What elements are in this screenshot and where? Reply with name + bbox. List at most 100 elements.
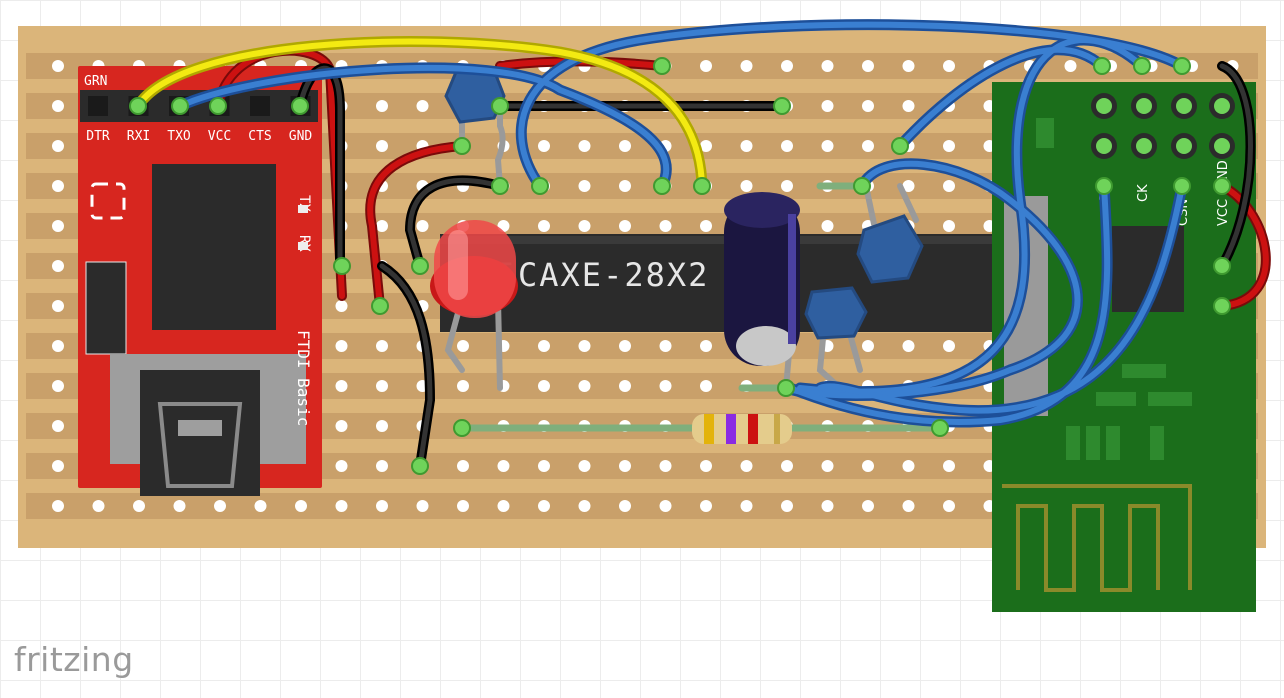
- wire-endpoint[interactable]: [693, 177, 711, 195]
- board-hole[interactable]: [52, 180, 64, 192]
- board-hole[interactable]: [781, 180, 793, 192]
- board-hole[interactable]: [619, 380, 631, 392]
- board-hole[interactable]: [659, 380, 672, 392]
- board-hole[interactable]: [376, 500, 388, 512]
- board-hole[interactable]: [700, 220, 712, 232]
- ceramic-capacitors[interactable]: [444, 68, 924, 340]
- wire-endpoint[interactable]: [491, 177, 509, 195]
- board-hole[interactable]: [457, 500, 469, 512]
- board-hole[interactable]: [821, 460, 834, 472]
- board-hole[interactable]: [862, 100, 874, 112]
- board-hole[interactable]: [862, 60, 874, 72]
- board-hole[interactable]: [52, 260, 64, 272]
- board-hole[interactable]: [862, 500, 874, 512]
- wire-endpoint[interactable]: [853, 177, 871, 195]
- board-hole[interactable]: [335, 340, 348, 352]
- board-hole[interactable]: [214, 500, 226, 512]
- board-hole[interactable]: [52, 300, 64, 312]
- board-hole[interactable]: [376, 460, 388, 472]
- board-hole[interactable]: [376, 220, 388, 232]
- board-hole[interactable]: [578, 500, 591, 512]
- wire-endpoint[interactable]: [931, 419, 949, 437]
- board-hole[interactable]: [781, 60, 793, 72]
- board-hole[interactable]: [254, 500, 267, 512]
- wire-endpoint[interactable]: [1213, 177, 1231, 195]
- board-hole[interactable]: [52, 60, 64, 72]
- board-hole[interactable]: [943, 340, 955, 352]
- board-hole[interactable]: [538, 500, 550, 512]
- board-hole[interactable]: [1267, 140, 1279, 152]
- board-hole[interactable]: [1267, 500, 1279, 512]
- board-hole[interactable]: [700, 340, 712, 352]
- board-hole[interactable]: [578, 340, 591, 352]
- wire-endpoint[interactable]: [1213, 297, 1231, 315]
- board-hole[interactable]: [659, 460, 672, 472]
- board-hole[interactable]: [376, 420, 388, 432]
- wire-endpoint[interactable]: [1095, 177, 1113, 195]
- board-hole[interactable]: [862, 460, 874, 472]
- wire-endpoint[interactable]: [129, 97, 147, 115]
- board-hole[interactable]: [295, 500, 307, 512]
- board-hole[interactable]: [821, 140, 834, 152]
- board-hole[interactable]: [821, 500, 834, 512]
- ftdi-pin[interactable]: [88, 96, 108, 116]
- board-hole[interactable]: [457, 380, 469, 392]
- board-hole[interactable]: [943, 220, 955, 232]
- ceramic-cap-3[interactable]: [804, 286, 868, 340]
- board-hole[interactable]: [52, 100, 64, 112]
- ceramic-cap-2[interactable]: [856, 214, 924, 284]
- wire-endpoint[interactable]: [773, 97, 791, 115]
- board-hole[interactable]: [659, 500, 672, 512]
- board-hole[interactable]: [781, 460, 793, 472]
- board-hole[interactable]: [335, 500, 348, 512]
- board-hole[interactable]: [781, 500, 793, 512]
- board-hole[interactable]: [659, 340, 672, 352]
- resistor[interactable]: [692, 414, 792, 444]
- board-hole[interactable]: [52, 420, 64, 432]
- wire-endpoint[interactable]: [411, 457, 429, 475]
- board-hole[interactable]: [52, 340, 64, 352]
- electrolytic-capacitor[interactable]: [724, 192, 800, 366]
- board-hole[interactable]: [619, 500, 631, 512]
- board-hole[interactable]: [1267, 340, 1279, 352]
- board-hole[interactable]: [376, 380, 388, 392]
- board-hole[interactable]: [1267, 460, 1279, 472]
- board-hole[interactable]: [538, 140, 550, 152]
- board-hole[interactable]: [416, 100, 429, 112]
- board-hole[interactable]: [376, 140, 388, 152]
- board-hole[interactable]: [619, 460, 631, 472]
- board-hole[interactable]: [1064, 60, 1077, 72]
- board-hole[interactable]: [376, 340, 388, 352]
- board-hole[interactable]: [700, 140, 712, 152]
- board-hole[interactable]: [335, 420, 348, 432]
- wire-endpoint[interactable]: [653, 177, 671, 195]
- board-hole[interactable]: [173, 500, 186, 512]
- board-hole[interactable]: [1267, 100, 1279, 112]
- board-hole[interactable]: [740, 60, 753, 72]
- board-hole[interactable]: [781, 140, 793, 152]
- board-hole[interactable]: [1267, 380, 1279, 392]
- board-hole[interactable]: [497, 460, 510, 472]
- wire-endpoint[interactable]: [891, 137, 909, 155]
- board-hole[interactable]: [1267, 180, 1279, 192]
- board-hole[interactable]: [578, 180, 591, 192]
- board-hole[interactable]: [902, 60, 915, 72]
- board-hole[interactable]: [902, 180, 915, 192]
- board-hole[interactable]: [821, 220, 834, 232]
- board-hole[interactable]: [52, 500, 64, 512]
- board-hole[interactable]: [700, 500, 712, 512]
- board-hole[interactable]: [538, 460, 550, 472]
- board-hole[interactable]: [902, 460, 915, 472]
- board-hole[interactable]: [578, 220, 591, 232]
- board-hole[interactable]: [619, 340, 631, 352]
- board-hole[interactable]: [538, 220, 550, 232]
- board-hole[interactable]: [862, 340, 874, 352]
- board-hole[interactable]: [52, 220, 64, 232]
- board-hole[interactable]: [416, 220, 429, 232]
- board-hole[interactable]: [619, 220, 631, 232]
- board-hole[interactable]: [659, 220, 672, 232]
- ftdi-pin[interactable]: [250, 96, 270, 116]
- board-hole[interactable]: [943, 140, 955, 152]
- board-hole[interactable]: [740, 500, 753, 512]
- wire-endpoint[interactable]: [333, 257, 351, 275]
